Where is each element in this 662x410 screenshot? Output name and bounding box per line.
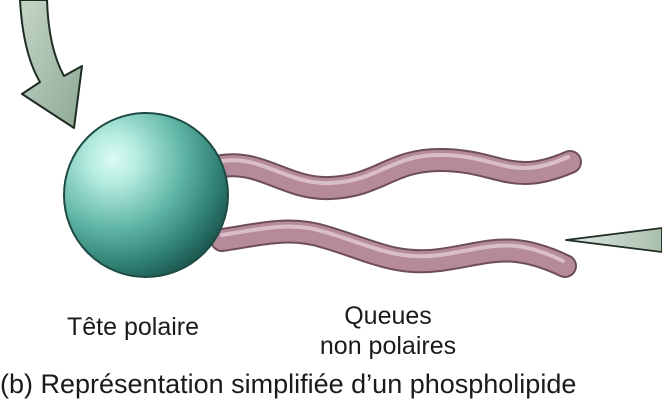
nonpolar-tails-label: Queues non polaires (293, 301, 483, 361)
polar-head-label: Tête polaire (67, 312, 199, 342)
upper-tail (222, 155, 570, 188)
nonpolar-tails-label-line1: Queues (344, 301, 432, 331)
lower-tail (222, 227, 565, 266)
figure-caption: (b) Représentation simplifiée d’un phosp… (0, 368, 576, 400)
curved-arrow (20, 0, 82, 128)
nonpolar-tails-label-line2: non polaires (320, 331, 456, 361)
polar-head (64, 113, 228, 277)
right-arrow (566, 228, 662, 252)
